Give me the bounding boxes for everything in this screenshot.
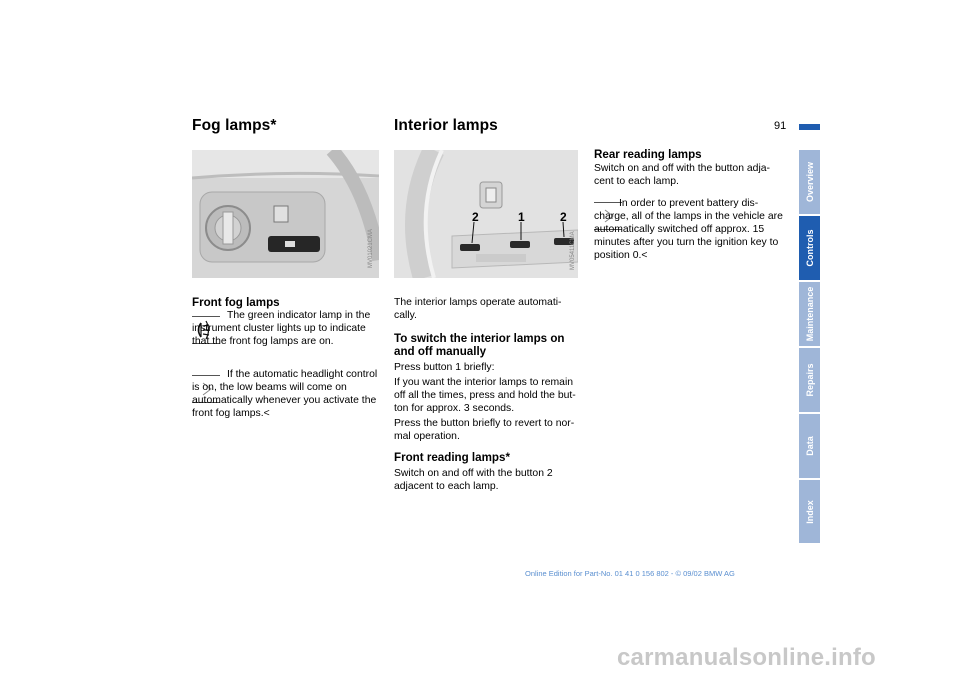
image-code: MV01021CMA xyxy=(368,228,374,268)
subheading-switch-manually: To switch the interior lamps on and off … xyxy=(394,332,565,358)
tab-maintenance[interactable]: Maintenance xyxy=(799,282,820,346)
switch-manually-text: Press button 1 briefly: If you want the … xyxy=(394,362,576,442)
callout-label-2-left: 2 xyxy=(472,210,479,224)
callout-label-2-right: 2 xyxy=(560,210,567,224)
interior-lamps-intro: The interior lamps operate automati-call… xyxy=(394,297,562,321)
note-icon xyxy=(594,202,622,230)
rear-reading-lamps-text: Switch on and off with the button adja-c… xyxy=(594,163,770,187)
tab-data[interactable]: Data xyxy=(799,414,820,478)
fog-lamp-switch-figure: MV01021CMA xyxy=(192,150,379,278)
subheading-rear-reading-lamps: Rear reading lamps xyxy=(594,148,702,161)
callout-label-1: 1 xyxy=(518,210,525,224)
image-code: MV05411CMA xyxy=(570,231,576,270)
page-number: 91 xyxy=(774,120,787,132)
tab-controls[interactable]: Controls xyxy=(799,216,820,280)
subheading-front-reading-lamps: Front reading lamps* xyxy=(394,451,510,464)
section-title-interior-lamps: Interior lamps xyxy=(394,117,498,134)
interior-lamps-figure: 2 1 2 MV05411CMA xyxy=(394,150,578,278)
battery-discharge-note: In order to prevent battery dis-charge, … xyxy=(594,198,783,261)
tab-index[interactable]: Index xyxy=(799,480,820,543)
subheading-front-fog-lamps: Front fog lamps xyxy=(192,296,280,309)
tab-overview[interactable]: Overview xyxy=(799,150,820,214)
fog-lamp-switch-illustration xyxy=(192,150,379,278)
front-reading-lamps-text: Switch on and off with the button 2 adja… xyxy=(394,468,553,492)
footer-edition: Online Edition for Part-No. 01 41 0 156 … xyxy=(525,569,735,578)
note-icon xyxy=(192,375,220,403)
watermark-logo: carmanualsonline.info xyxy=(617,644,876,671)
section-title-fog-lamps: Fog lamps* xyxy=(192,117,277,134)
interior-lamps-illustration xyxy=(394,150,578,278)
fog-lamp-indicator-icon xyxy=(192,316,220,344)
fog-lamp-indicator-text: The green indicator lamp in the instrume… xyxy=(192,310,371,347)
page-marker-bar xyxy=(799,124,820,130)
fog-lamp-auto-note: If the automatic headlight control is on… xyxy=(192,369,378,419)
tab-repairs[interactable]: Repairs xyxy=(799,348,820,412)
